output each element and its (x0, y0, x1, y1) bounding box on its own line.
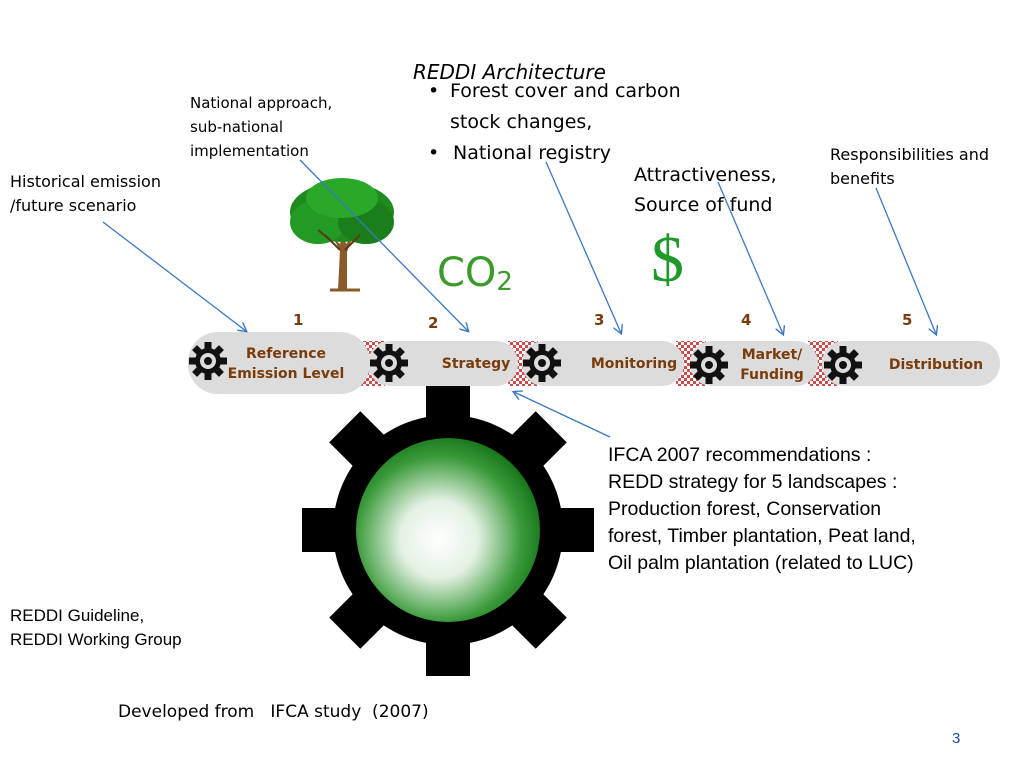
arrow-registry (545, 161, 621, 333)
arrow-ifca (514, 392, 611, 438)
stage-label-market: Market/ Funding (740, 347, 804, 383)
arrow-national (299, 159, 468, 331)
stage-number: 5 (902, 311, 913, 329)
stage-5-pill (822, 341, 1000, 386)
reddi-guideline: REDDI Guideline, REDDI Working Group (10, 606, 182, 649)
small-gear-icon (189, 342, 227, 380)
stage-label-reference: Reference Emission Level (227, 346, 345, 382)
page-number: 3 (952, 730, 961, 747)
dollar-icon: $ (651, 223, 684, 296)
stage-3-pill (522, 341, 684, 386)
stage-label-monitoring: Monitoring (590, 356, 678, 372)
footer-source: Developed from IFCA study (2007) (118, 702, 429, 722)
stage-label-distribution: Distribution (888, 357, 984, 373)
stage-label-strategy: Strategy (441, 356, 511, 372)
arrow-attractiveness (717, 181, 783, 334)
stage-number: 2 (428, 314, 439, 332)
co2-label: CO2 (437, 250, 513, 297)
stage-number: 3 (594, 311, 605, 329)
bullet-item: National registry (428, 138, 681, 169)
small-gear-icon (370, 344, 408, 382)
stage-number: 4 (741, 311, 752, 329)
stage-2-pill (368, 341, 518, 386)
small-gear-icon (824, 346, 862, 384)
main-gear-icon (302, 384, 594, 676)
ifca-recommendations: IFCA 2007 recommendations : REDD strateg… (608, 444, 916, 574)
arrow-historical (102, 221, 246, 331)
small-gear-icon (690, 346, 728, 384)
historical-emission-note: Historical emission /future scenario (10, 172, 161, 215)
small-gear-icon (523, 344, 561, 382)
stage-1-pill (188, 332, 370, 394)
arrow-responsibilities (875, 187, 936, 334)
tree-icon (290, 178, 394, 292)
national-approach-note: National approach, sub-national implemen… (190, 94, 333, 160)
attractiveness-note: Attractiveness, Source of fund (634, 164, 777, 216)
responsibilities-note: Responsibilities and benefits (830, 145, 990, 188)
stage-number: 1 (293, 311, 304, 329)
